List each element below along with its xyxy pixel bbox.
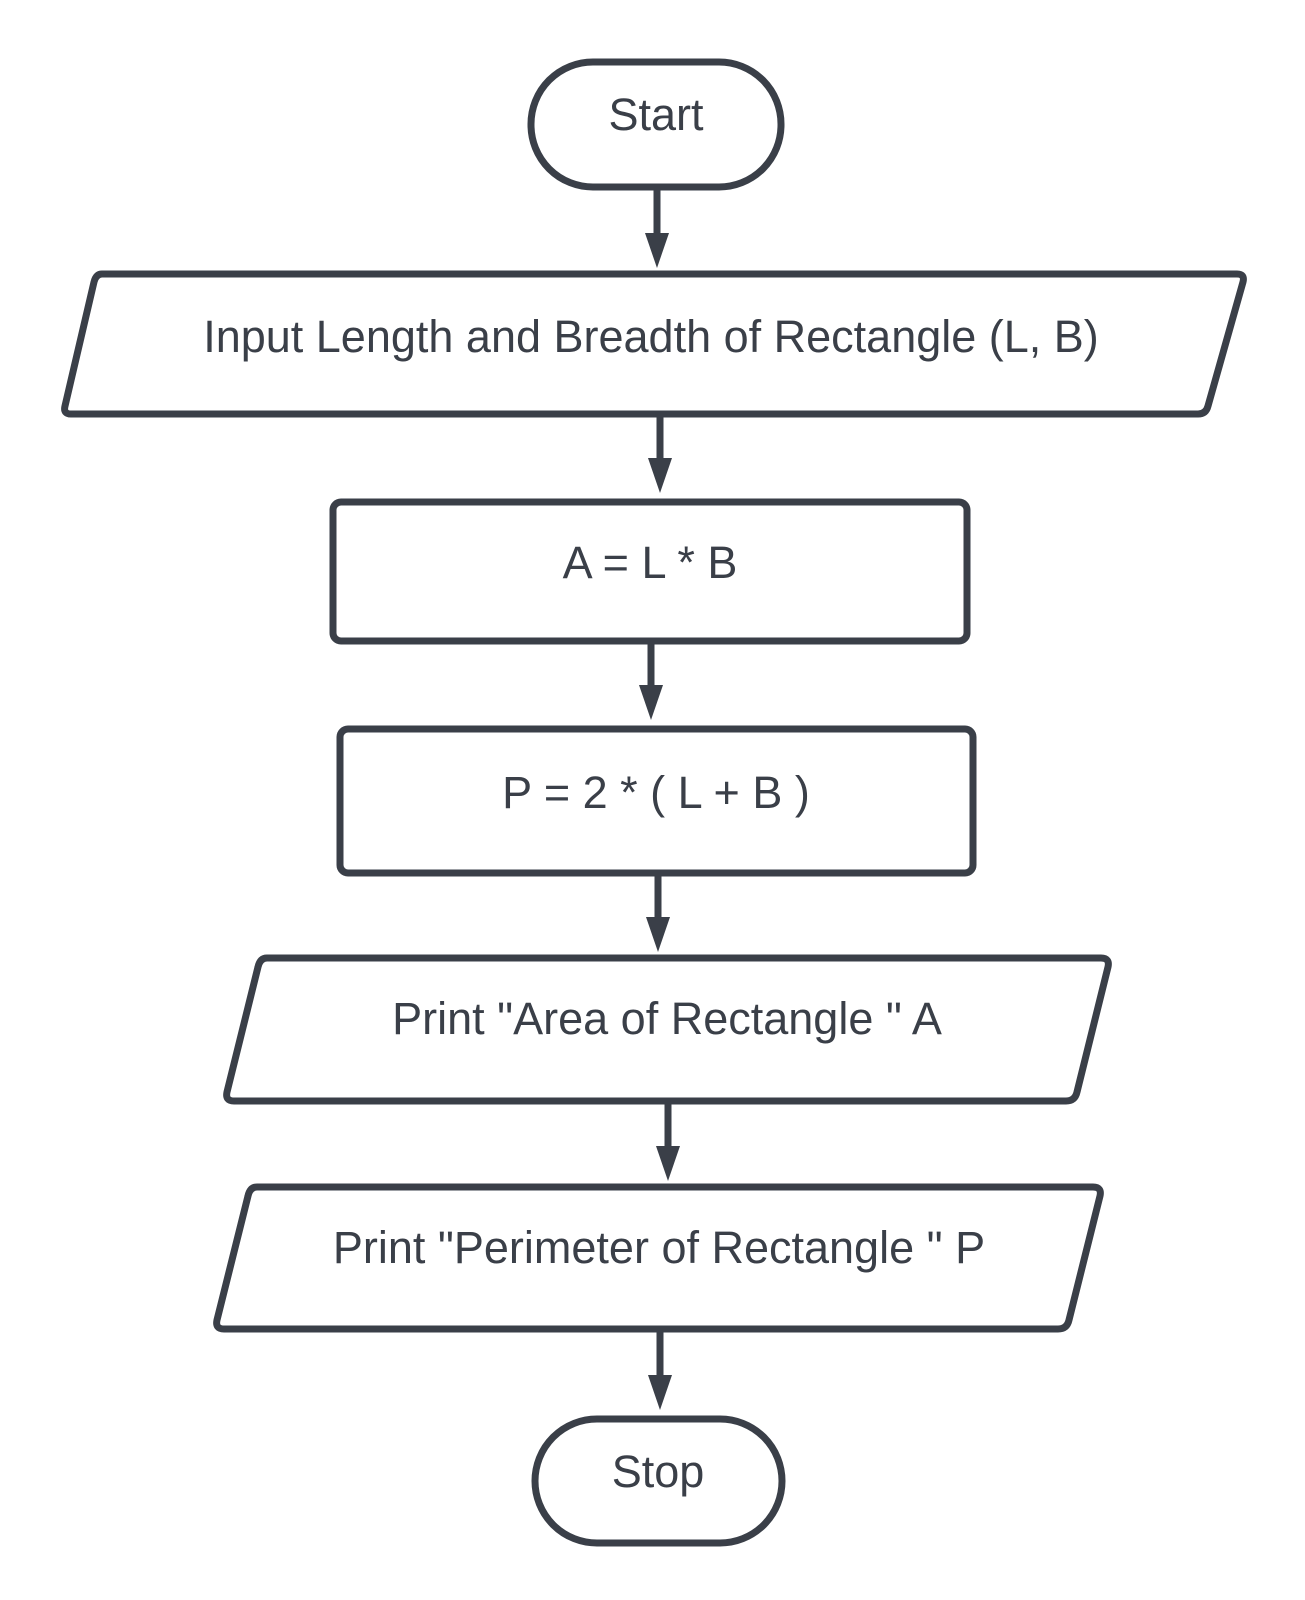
print-perimeter-parallelogram: Print "Perimeter of Rectangle " P xyxy=(213,1183,1104,1333)
edge-print-perimeter-stop xyxy=(648,1331,672,1410)
edge-perimeter-print-area xyxy=(646,873,670,952)
input-parallelogram: Input Length and Breadth of Rectangle (L… xyxy=(61,270,1247,418)
edge-input-area xyxy=(648,414,672,493)
print-perimeter-label: Print "Perimeter of Rectangle " P xyxy=(333,1222,985,1273)
stop-label: Stop xyxy=(612,1446,705,1497)
edge-area-perimeter xyxy=(639,641,663,720)
print-area-label: Print "Area of Rectangle " A xyxy=(392,993,942,1044)
input-label: Input Length and Breadth of Rectangle (L… xyxy=(203,311,1099,362)
area-formula-label: A = L * B xyxy=(563,537,738,588)
stop-terminator: Stop xyxy=(531,1415,786,1547)
start-terminator: Start xyxy=(527,58,785,191)
area-process-box: A = L * B xyxy=(329,498,971,645)
edge-print-area-print-perimeter xyxy=(656,1102,680,1181)
start-label: Start xyxy=(608,89,704,140)
perimeter-process-box: P = 2 * ( L + B ) xyxy=(336,725,977,877)
edge-start-input xyxy=(645,187,669,268)
perimeter-formula-label: P = 2 * ( L + B ) xyxy=(502,767,810,818)
print-area-parallelogram: Print "Area of Rectangle " A xyxy=(223,954,1112,1105)
